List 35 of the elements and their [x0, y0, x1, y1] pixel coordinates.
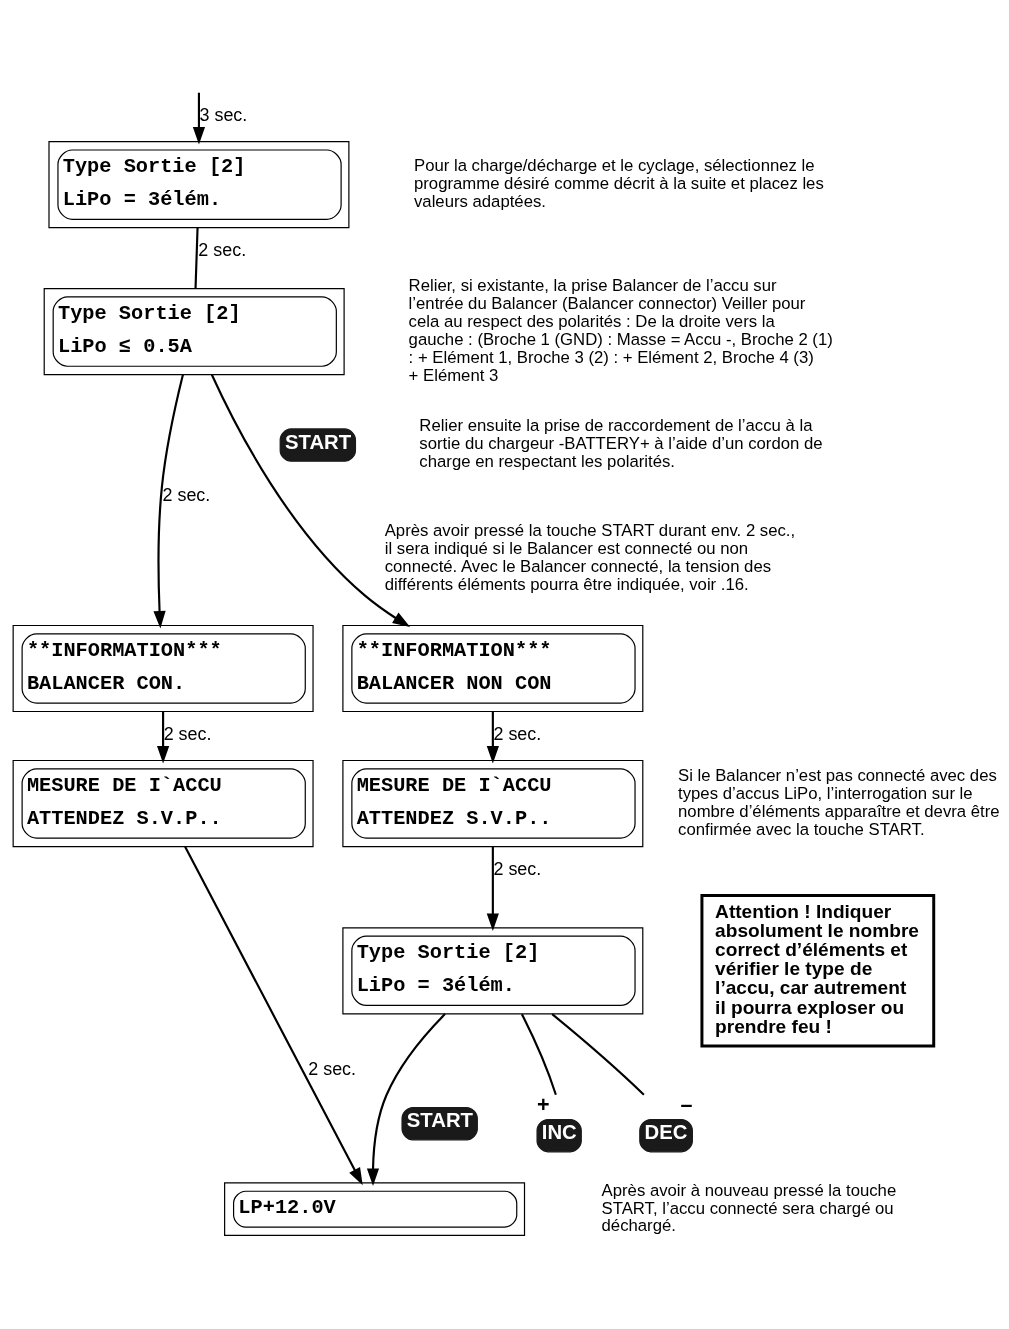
node-box: Type Sortie [2] LiPo ≤ 0.5A	[43, 288, 345, 376]
edge-label: 2 sec.	[198, 240, 247, 261]
arrow	[366, 1013, 446, 1186]
arrow	[184, 846, 363, 1186]
label: Après avoir pressé la touche START durant env. 2 sec., il sera indiqué si le Balancer est connecté ou non connecté. Avec le Balancer connecté, la tension des différents éléments pourra être indiquée, voir .16.	[384, 521, 796, 594]
edge-label: 3 sec.	[199, 105, 248, 126]
node-box: MESURE DE I`ACCU ATTENDEZ S.V.P..	[342, 759, 644, 848]
node-box: **INFORMATION*** BALANCER NON CON	[342, 624, 644, 713]
label: Si le Balancer n’est pas connecté avec des types d’accus LiPo, l’interrogation sur le nombre d’éléments apparaître et devra être confirmée avec la touche START.	[678, 766, 1000, 839]
arrow	[486, 846, 499, 931]
arrow	[157, 711, 170, 764]
connector	[551, 1013, 645, 1096]
arrow	[192, 92, 206, 145]
label: Après avoir à nouveau pressé la touche START, l’accu connecté sera chargé ou déchargé.	[601, 1180, 897, 1236]
connector	[520, 1013, 557, 1096]
edge-label: 2 sec.	[493, 724, 542, 745]
node-label: +	[537, 1092, 550, 1117]
arrow	[153, 374, 184, 629]
node-box: MESURE DE I`ACCU ATTENDEZ S.V.P..	[12, 759, 314, 848]
label: Relier, si existante, la prise Balancer de l’accu sur l’entrée du Balancer (Balancer connector) Veiller pour cela au respect des polarités : De la droite vers la gauche : (Broche 1 (GND) : Masse = Accu -, Broche 2 (1) : + Elément 1, Broche 3 (2) : + Elément 2, Broche 4 (3) + Elément 3	[408, 276, 833, 385]
edge-label: 2 sec.	[162, 485, 211, 506]
arrow	[210, 374, 411, 628]
arrow	[486, 711, 499, 764]
label: Pour la charge/décharge et le cyclage, sélectionnez le programme désiré comme décrit à la suite et placez les valeurs adaptées.	[414, 156, 824, 211]
connector	[194, 228, 199, 289]
edge-label: 2 sec.	[493, 859, 542, 880]
label: Relier ensuite la prise de raccordement de l’accu à la sortie du chargeur -BATTERY+ à l’aide d’un cordon de charge en respectant les polarités.	[419, 416, 823, 471]
node-box: LP+12.0V	[224, 1182, 526, 1237]
node-label: –	[680, 1092, 693, 1117]
node-box: Type Sortie [2] LiPo = 3élém.	[342, 927, 644, 1015]
node-box: Type Sortie [2] LiPo = 3élém.	[48, 141, 350, 229]
edge-label: 2 sec.	[308, 1058, 357, 1079]
edge-label: 2 sec.	[163, 724, 212, 745]
node-box: **INFORMATION*** BALANCER CON.	[12, 624, 314, 713]
node-box: Attention ! Indiquer absolument le nombre correct d’éléments et vérifier le type de l’accu, car autrement il pourra exploser ou prendre feu !	[700, 894, 936, 1048]
